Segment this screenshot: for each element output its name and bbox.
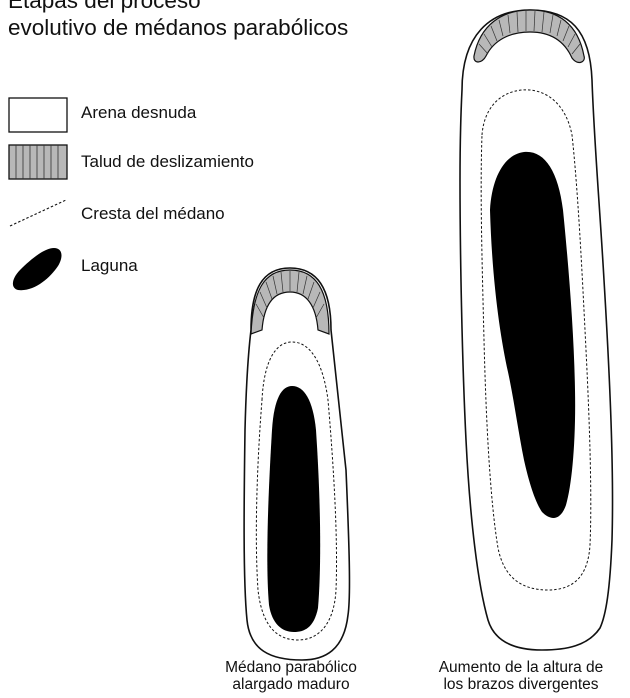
lagoon: [267, 386, 320, 632]
caption-line: Aumento de la altura de: [414, 659, 628, 676]
caption-mature-dune: Médano parabólico alargado maduro: [196, 659, 386, 693]
dune-figure-mature: [244, 268, 349, 660]
caption-divergent-arms: Aumento de la altura de los brazos diver…: [414, 659, 628, 693]
dune-figure-divergent-arms: [460, 10, 613, 650]
caption-line: alargado maduro: [196, 676, 386, 693]
caption-line: los brazos divergentes: [414, 676, 628, 693]
caption-line: Médano parabólico: [196, 659, 386, 676]
